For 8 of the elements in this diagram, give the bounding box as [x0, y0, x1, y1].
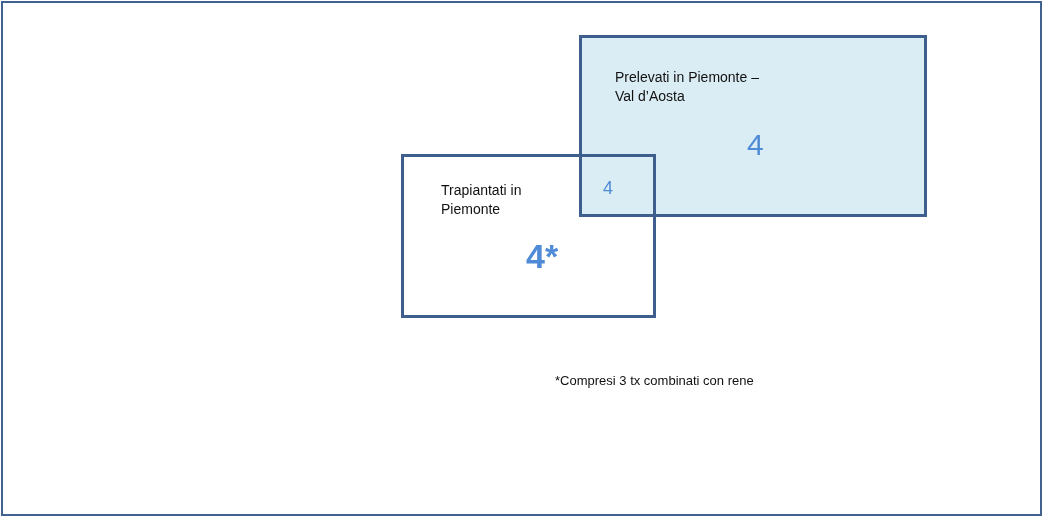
set-title: Trapiantati in Piemonte: [441, 181, 523, 219]
count-number: 4: [747, 128, 764, 162]
set-box: [579, 35, 927, 217]
set-title: Prelevati in Piemonte – Val d’Aosta: [615, 68, 760, 106]
overlap-count: 4: [603, 178, 613, 199]
set-box: [401, 154, 656, 318]
footnote: *Compresi 3 tx combinati con rene: [555, 373, 754, 388]
count-number: 4*: [526, 237, 559, 276]
